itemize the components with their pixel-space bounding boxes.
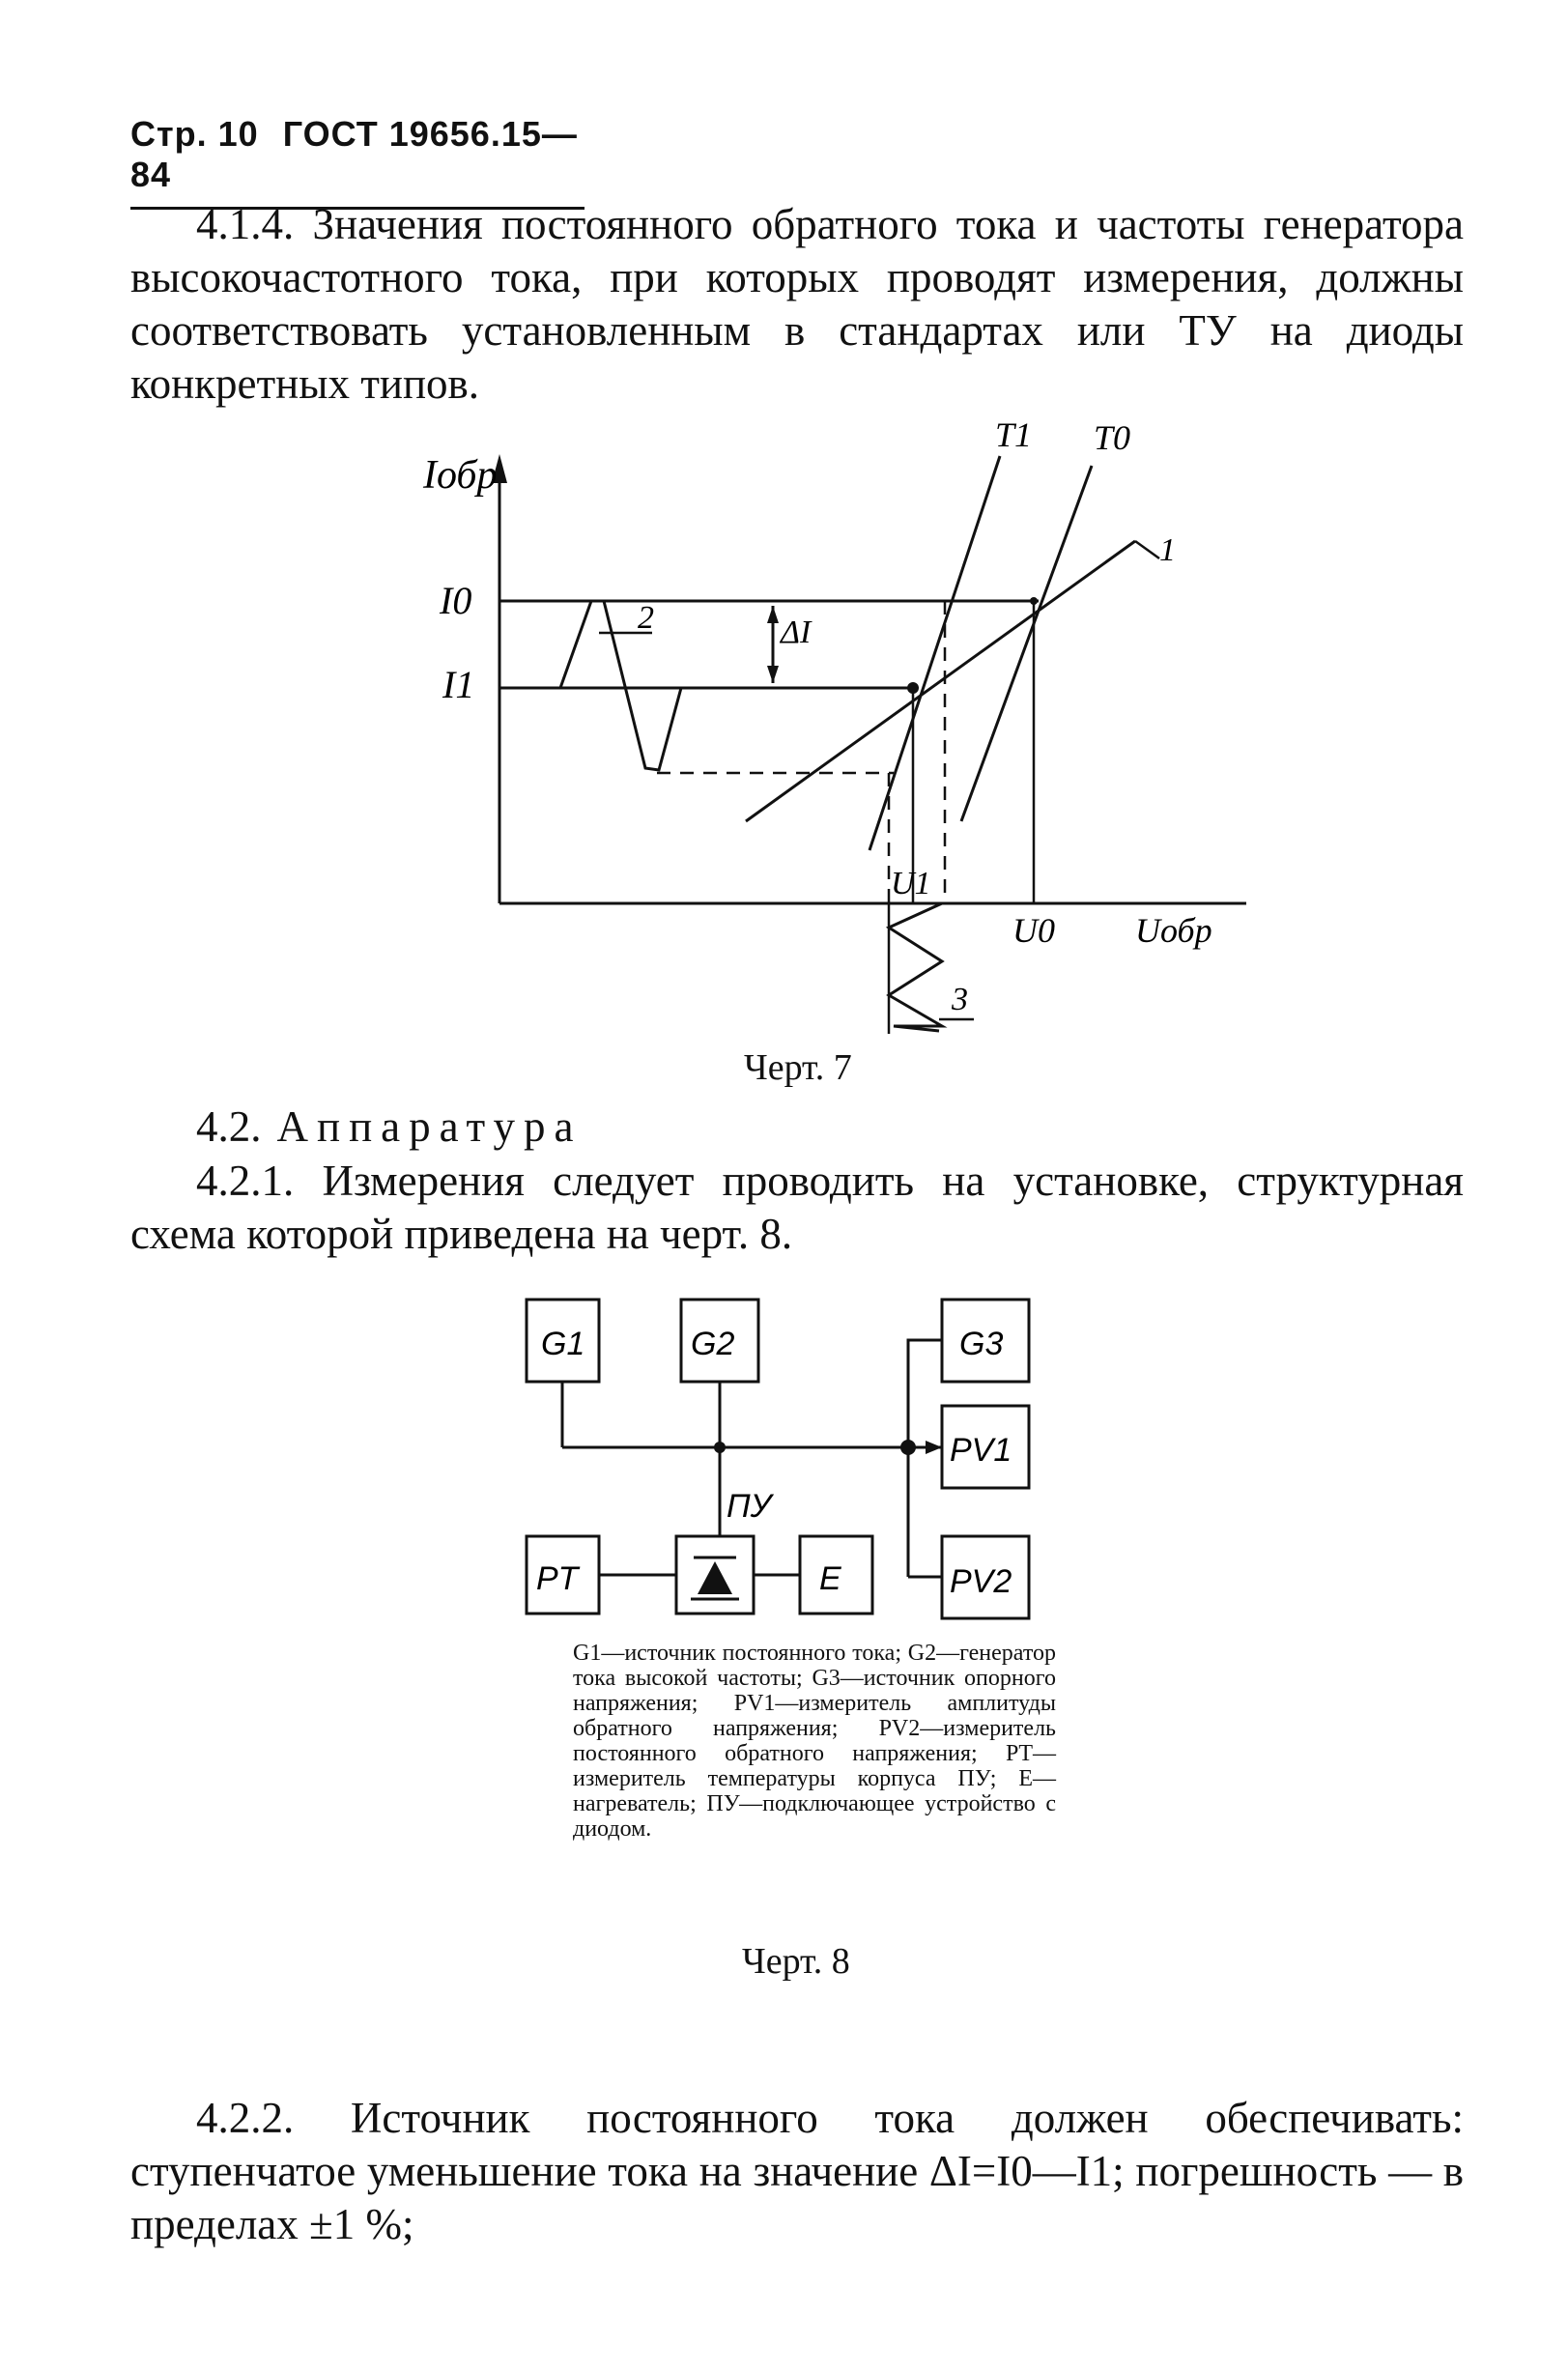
curve-t0 — [959, 465, 1094, 822]
label-curve-1: 1 — [1159, 532, 1176, 568]
label-y-axis: Iобр — [422, 453, 498, 498]
label-i0: I0 — [439, 579, 471, 622]
label-pu: ПУ — [727, 1488, 775, 1525]
section-4-2-title: 4.2. Аппаратура — [196, 1101, 583, 1152]
curve-2 — [558, 599, 683, 772]
paragraph-4-2-2: 4.2.2. Источник постоянного тока должен … — [130, 2094, 1464, 2248]
label-pv1: PV1 — [950, 1432, 1012, 1469]
label-u0: U0 — [1012, 911, 1055, 950]
page-number: Стр. 10 — [130, 114, 259, 154]
label-i1: I1 — [442, 663, 474, 706]
label-g3: G3 — [959, 1326, 1003, 1362]
label-curve-2: 2 — [638, 600, 654, 636]
label-t1: T1 — [995, 415, 1032, 454]
figure-8-legend: G1—источник постоянного тока; G2—генерат… — [573, 1641, 1056, 1842]
label-x-axis: Uобр — [1135, 911, 1212, 950]
label-pv2: PV2 — [950, 1563, 1012, 1600]
figure-7-caption: Черт. 7 — [744, 1047, 852, 1088]
label-g1: G1 — [541, 1326, 584, 1362]
paragraph-4-1-4: 4.1.4. Значения постоянного обратного то… — [130, 200, 1464, 408]
figure-8-caption: Черт. 8 — [742, 1941, 850, 1982]
standard-number: ГОСТ 19656.15—84 — [130, 114, 578, 194]
curve-t1 — [868, 455, 1002, 851]
section-name: Аппаратура — [276, 1102, 583, 1151]
label-g2: G2 — [691, 1326, 734, 1362]
paragraph-4-2-1: 4.2.1. Измерения следует проводить на ус… — [130, 1157, 1464, 1258]
section-number: 4.2. — [196, 1102, 262, 1151]
label-pt: PT — [536, 1560, 581, 1597]
figure-7-graph: Iобр I0 I1 ΔI 2 1 T1 T0 U0 Uобр U1 3 — [422, 415, 1246, 1034]
page-header: Стр. 10 ГОСТ 19656.15—84 — [130, 114, 584, 210]
curve-1 — [745, 539, 1136, 823]
label-curve-3: 3 — [951, 982, 968, 1017]
curve-3 — [885, 901, 948, 1033]
figure-8-schematic: G1 G2 G3 PV1 PV2 PT E ПУ — [525, 1298, 1031, 1620]
label-e: E — [819, 1560, 841, 1597]
label-t0: T0 — [1094, 418, 1130, 457]
label-u1: U1 — [891, 866, 931, 901]
label-delta-i: ΔI — [779, 614, 813, 650]
